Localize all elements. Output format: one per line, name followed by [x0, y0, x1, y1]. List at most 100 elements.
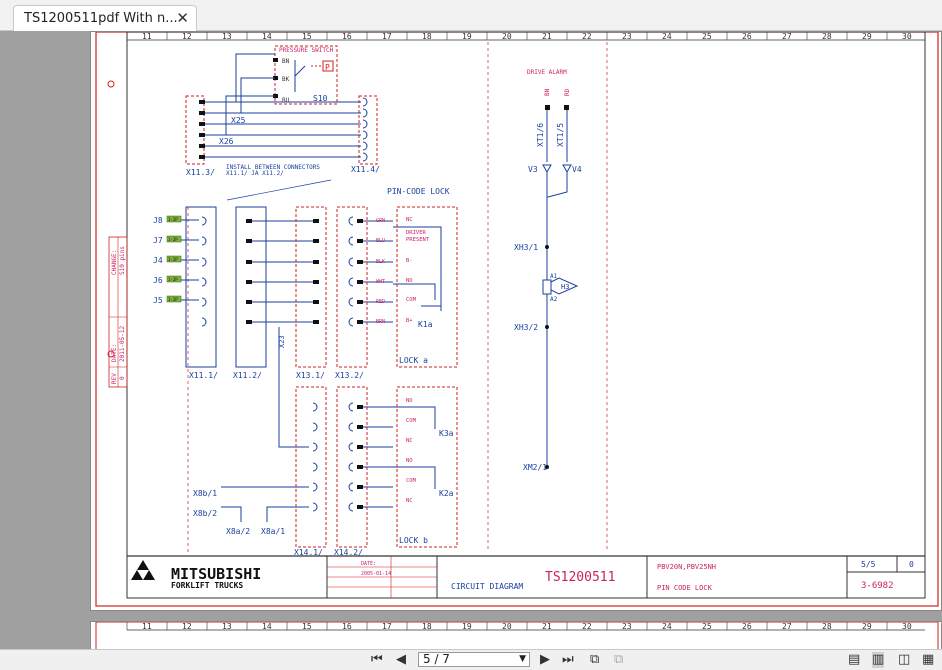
ruler-column-label: 22 — [582, 622, 592, 631]
svg-text:X8a/2: X8a/2 — [226, 527, 250, 536]
single-page-view-icon[interactable]: ▤ — [848, 652, 861, 667]
ruler-column-label: 30 — [902, 622, 912, 631]
ruler-column-label: 13 — [222, 32, 232, 41]
jumper-code: 1-2P — [168, 237, 178, 242]
svg-text:GRN: GRN — [376, 218, 385, 224]
rev-label: REV — [111, 373, 118, 384]
ruler-column-label: 11 — [142, 32, 152, 41]
svg-text:X8a/1: X8a/1 — [261, 527, 285, 536]
continuous-two-page-view-icon[interactable]: ▦ — [922, 652, 935, 667]
svg-text:X13.2/: X13.2/ — [335, 371, 364, 380]
svg-text:COM: COM — [406, 478, 417, 484]
ruler-column-label: 29 — [862, 622, 872, 631]
jumper-label: J5 — [153, 296, 163, 305]
svg-text:K3a: K3a — [439, 429, 454, 438]
svg-text:X13.1/: X13.1/ — [296, 371, 325, 380]
page-number: 5 / 7 — [423, 652, 450, 666]
svg-text:COM: COM — [406, 297, 417, 303]
jumper-code: 1-2P — [168, 257, 178, 262]
doc-type: CIRCUIT DIAGRAM — [451, 582, 523, 591]
svg-text:X14.2/: X14.2/ — [334, 548, 363, 557]
first-page-icon[interactable]: ⏮ — [371, 652, 383, 667]
svg-text:P: P — [325, 63, 330, 72]
svg-text:B+: B+ — [406, 318, 413, 324]
svg-text:X14.1/: X14.1/ — [294, 548, 323, 557]
ruler-column-label: 29 — [862, 32, 872, 41]
connector-x11-3: X11.3/ X11.4/ X25 X26 — [185, 95, 380, 177]
svg-text:BLK: BLK — [376, 259, 385, 265]
rev-date-label: DATE: — [111, 344, 118, 362]
doc-number: TS1200511 — [545, 570, 615, 585]
rev-change-value: S10 pins — [119, 246, 126, 275]
svg-text:PRESENT: PRESENT — [406, 237, 430, 243]
pressure-switch: PRESSURE SWITCH BN BK BU P S10 — [273, 45, 338, 105]
svg-text:X11.4/: X11.4/ — [351, 165, 380, 174]
revision-block: CHANGE: S10 pins DATE: 2011-05-12 REV 0 — [108, 236, 128, 388]
sheet-number: 5/5 — [861, 560, 876, 569]
svg-text:BRN: BRN — [376, 319, 385, 325]
two-page-view-icon[interactable]: ◫ — [898, 652, 911, 667]
svg-text:XH3/2: XH3/2 — [514, 323, 538, 332]
drawing-title: PIN CODE LOCK — [657, 584, 713, 592]
ruler-column-label: 22 — [582, 32, 592, 41]
company-name: MITSUBISHI — [171, 565, 261, 583]
ruler-column-label: 20 — [502, 32, 512, 41]
title-block: MITSUBISHI FORKLIFT TRUCKS DATE: 2005-01… — [127, 555, 925, 598]
rev-change-label: CHANGE: — [111, 250, 118, 275]
ruler-column-label: 14 — [262, 622, 272, 631]
ruler-column-label: 16 — [342, 32, 352, 41]
ruler-column-label: 25 — [702, 32, 712, 41]
ruler-column-label: 20 — [502, 622, 512, 631]
svg-text:A1: A1 — [550, 273, 558, 280]
svg-text:BU: BU — [282, 97, 290, 104]
last-page-icon[interactable]: ⏭ — [562, 652, 574, 667]
svg-text:X8b/1: X8b/1 — [193, 489, 217, 498]
jumper-label: J4 — [153, 256, 163, 265]
ruler-column-label: 17 — [382, 622, 392, 631]
ruler-column-label: 24 — [662, 622, 672, 631]
ruler-column-label: 23 — [622, 622, 632, 631]
ruler-column-label: 16 — [342, 622, 352, 631]
jumper-label: J6 — [153, 276, 163, 285]
lower-connector-pins — [312, 402, 393, 512]
tab-bar: TS1200511pdf With n... ✕ — [0, 0, 942, 31]
continuous-view-icon[interactable]: ▥ — [872, 652, 885, 668]
company-sub: FORKLIFT TRUCKS — [171, 581, 243, 590]
jumper-label: J7 — [153, 236, 163, 245]
page-select[interactable]: 5 / 7 ▼ — [418, 652, 530, 667]
prev-page-icon[interactable]: ◀ — [396, 652, 406, 667]
svg-text:NO: NO — [406, 458, 413, 464]
ruler-column-label: 25 — [702, 622, 712, 631]
jumper-label: J8 — [153, 216, 163, 225]
rev-number: 0 — [909, 560, 914, 569]
tab-title: TS1200511pdf With n... — [24, 11, 178, 26]
svg-text:XT1/5: XT1/5 — [556, 123, 565, 147]
ruler-column-label: 28 — [822, 622, 832, 631]
svg-text:DRIVER: DRIVER — [406, 230, 427, 236]
lock-b-contents: NO COM NC NO COM NC K3a K2a — [393, 398, 454, 504]
insert-page-icon[interactable]: ⧉ — [590, 652, 600, 667]
ruler-column-label: 21 — [542, 622, 552, 631]
svg-text:B-: B- — [406, 258, 413, 264]
extract-page-icon[interactable]: ⧉ — [614, 652, 624, 667]
svg-text:BLU: BLU — [376, 238, 385, 244]
svg-text:XT1/6: XT1/6 — [536, 123, 545, 147]
lock-a-contents: GRN BLU BLK WHT RED BRN NC DRIVER PRESEN… — [376, 217, 442, 329]
ruler-column-label: 18 — [422, 32, 432, 41]
ruler-column-label: 26 — [742, 622, 752, 631]
rev-date-value: 2011-05-12 — [119, 325, 126, 362]
document-tab[interactable]: TS1200511pdf With n... ✕ — [13, 5, 197, 31]
svg-text:BN: BN — [544, 88, 551, 96]
lock-b-label: LOCK b — [399, 536, 428, 545]
navigation-toolbar: ⏮ ◀ 5 / 7 ▼ ▶ ⏭ ⧉ ⧉ ▤ ▥ ◫ ▦ — [0, 649, 942, 670]
close-icon[interactable]: ✕ — [176, 9, 189, 27]
next-page-icon[interactable]: ▶ — [540, 652, 550, 667]
jumper-code: 1-2P — [168, 277, 178, 282]
svg-text:X11.1/ JA X11.2/: X11.1/ JA X11.2/ — [226, 170, 284, 177]
x11-harness — [199, 53, 368, 162]
ruler-column-label: 28 — [822, 32, 832, 41]
